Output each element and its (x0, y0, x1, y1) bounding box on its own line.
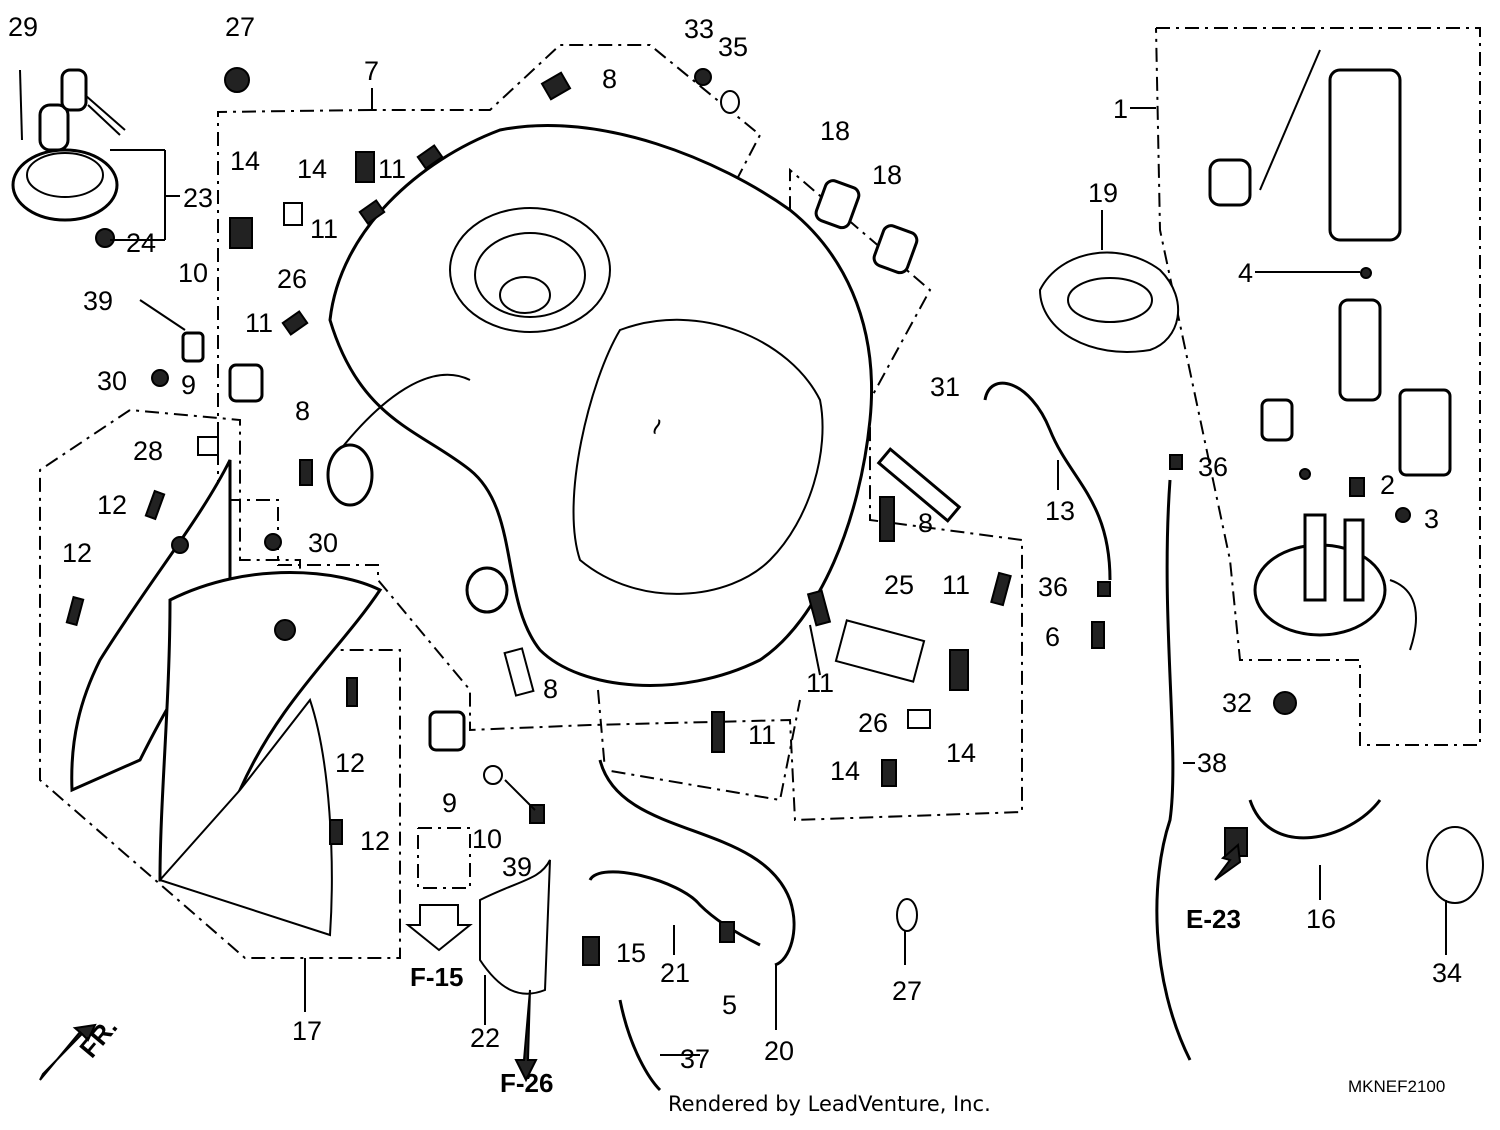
callout-5[interactable]: 5 (722, 990, 737, 1020)
callout-32[interactable]: 32 (1222, 688, 1252, 718)
front-arrow-icon (39, 1023, 97, 1081)
callout-14-b[interactable]: 14 (297, 154, 327, 184)
callout-14-d[interactable]: 14 (830, 756, 860, 786)
callout-23[interactable]: 23 (183, 183, 213, 213)
footer-credit: Rendered by LeadVenture, Inc. (668, 1092, 991, 1116)
callout-8-left[interactable]: 8 (295, 396, 310, 426)
ref-f26[interactable]: F-26 (500, 1068, 553, 1098)
leader-lines (110, 88, 1447, 1056)
callout-2[interactable]: 2 (1380, 470, 1395, 500)
callout-38[interactable]: 38 (1197, 748, 1227, 778)
callout-9-bottom[interactable]: 9 (442, 788, 457, 818)
f26-arrow-icon (514, 989, 538, 1083)
callout-34[interactable]: 34 (1432, 958, 1462, 988)
ref-e23[interactable]: E-23 (1186, 904, 1241, 934)
e23-arrow-icon (1214, 843, 1242, 881)
ref-front: FR. (73, 1012, 123, 1063)
callout-31[interactable]: 31 (930, 372, 960, 402)
callout-10-bottom[interactable]: 10 (472, 824, 502, 854)
group-outlines (39, 27, 1481, 959)
small-parts (65, 68, 1012, 932)
side-cover-left (70, 459, 383, 937)
arrows (39, 843, 1242, 1083)
callout-8-bottom[interactable]: 8 (543, 674, 558, 704)
callout-21[interactable]: 21 (660, 958, 690, 988)
callout-22[interactable]: 22 (470, 1023, 500, 1053)
callout-20[interactable]: 20 (764, 1036, 794, 1066)
ignition-switch-assembly (11, 67, 250, 248)
callout-11-d[interactable]: 11 (942, 570, 970, 600)
callout-26-b[interactable]: 26 (858, 708, 888, 738)
callout-12-d[interactable]: 12 (360, 826, 390, 856)
callout-11-e[interactable]: 11 (806, 668, 834, 698)
callout-12-b[interactable]: 12 (62, 538, 92, 568)
callout-16[interactable]: 16 (1306, 904, 1336, 934)
callout-19[interactable]: 19 (1088, 178, 1118, 208)
callout-1[interactable]: 1 (1113, 94, 1128, 124)
callout-25[interactable]: 25 (884, 570, 914, 600)
fuel-pump-assembly (1038, 49, 1452, 715)
callout-8-right[interactable]: 8 (918, 508, 933, 538)
callout-14-c[interactable]: 14 (946, 738, 976, 768)
callout-11-f[interactable]: 11 (748, 720, 776, 750)
callout-17[interactable]: 17 (292, 1016, 322, 1046)
callout-36-a[interactable]: 36 (1198, 452, 1228, 482)
callout-30-b[interactable]: 30 (308, 528, 338, 558)
callout-27-b[interactable]: 27 (892, 976, 922, 1006)
callout-9-top[interactable]: 9 (181, 370, 196, 400)
callout-27-a[interactable]: 27 (225, 12, 255, 42)
callout-15[interactable]: 15 (616, 938, 646, 968)
callout-39-a[interactable]: 39 (83, 286, 113, 316)
callout-3[interactable]: 3 (1424, 504, 1439, 534)
callout-4[interactable]: 4 (1238, 258, 1253, 288)
callout-18-b[interactable]: 18 (872, 160, 902, 190)
callout-24[interactable]: 24 (126, 228, 156, 258)
callout-37[interactable]: 37 (680, 1044, 710, 1074)
callout-29[interactable]: 29 (8, 12, 38, 42)
callout-8-top[interactable]: 8 (602, 64, 617, 94)
callout-36-b[interactable]: 36 (1038, 572, 1068, 602)
callout-13[interactable]: 13 (1045, 496, 1075, 526)
callout-11-a[interactable]: 11 (378, 154, 406, 184)
callouts: 1 2 3 4 5 6 7 8 8 8 8 9 9 10 10 11 11 11… (8, 12, 1462, 1074)
callout-12-c[interactable]: 12 (335, 748, 365, 778)
hoses (479, 381, 1484, 1092)
callout-30-a[interactable]: 30 (97, 366, 127, 396)
callout-39-b[interactable]: 39 (502, 852, 532, 882)
f15-arrow-icon (405, 904, 473, 952)
callout-11-c[interactable]: 11 (245, 308, 273, 338)
callout-12-a[interactable]: 12 (97, 490, 127, 520)
callout-6[interactable]: 6 (1045, 622, 1060, 652)
diagram-code: MKNEF2100 (1348, 1077, 1445, 1096)
callout-14-a[interactable]: 14 (230, 146, 260, 176)
callout-18-a[interactable]: 18 (820, 116, 850, 146)
fuel-tank: ~ (326, 124, 873, 687)
callout-33[interactable]: 33 (684, 14, 714, 44)
callout-7[interactable]: 7 (364, 56, 379, 86)
callout-11-b[interactable]: 11 (310, 214, 338, 244)
callout-10-top[interactable]: 10 (178, 258, 208, 288)
ref-f15[interactable]: F-15 (410, 962, 463, 992)
callout-28[interactable]: 28 (133, 436, 163, 466)
callout-26-a[interactable]: 26 (277, 264, 307, 294)
callout-35[interactable]: 35 (718, 32, 748, 62)
